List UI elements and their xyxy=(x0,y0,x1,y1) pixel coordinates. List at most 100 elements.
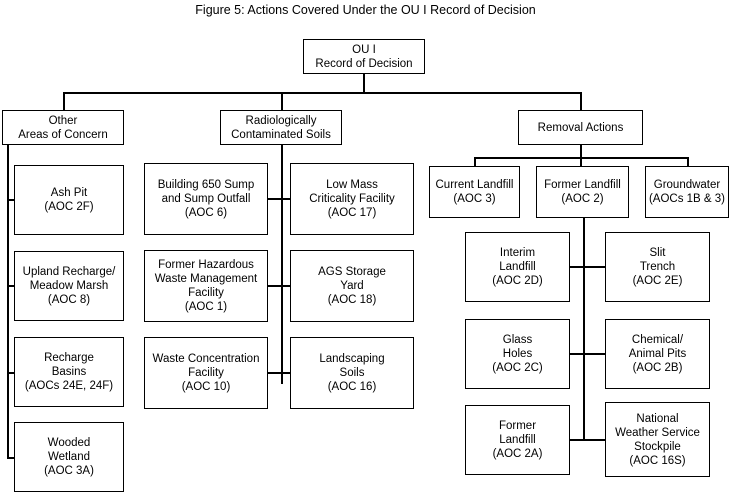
connector-other-stub-3 xyxy=(7,372,15,374)
node-current-landfill-line1: Current Landfill xyxy=(435,179,514,191)
connector-other-stub-4 xyxy=(7,457,15,459)
node-interim-landfill[interactable]: Interim Landfill (AOC 2D) xyxy=(465,232,570,302)
node-wooded-line2: Wetland xyxy=(48,451,90,463)
node-other-areas-of-concern[interactable]: Other Areas of Concern xyxy=(2,110,124,145)
node-recharge-basins[interactable]: Recharge Basins (AOCs 24E, 24F) xyxy=(14,337,124,407)
connector-rad-stub-right-1 xyxy=(281,198,291,200)
connector-former-landfill-spine xyxy=(583,218,585,440)
node-lmcf-line2: Criticality Facility xyxy=(309,193,395,205)
node-ags-storage-yard[interactable]: AGS Storage Yard (AOC 18) xyxy=(290,250,414,322)
node-b650-line2: and Sump Outfall xyxy=(161,193,251,205)
connector-fl-stub-left-1 xyxy=(570,266,584,268)
node-landscaping-line2: Soils xyxy=(339,367,365,379)
node-slit-line2: Trench xyxy=(639,261,676,273)
node-former-landfill-aoc2[interactable]: Former Landfill (AOC 2) xyxy=(536,166,629,218)
connector-fl-stub-left-2 xyxy=(570,353,584,355)
node-former-hazardous-waste-management-facility[interactable]: Former Hazardous Waste Management Facili… xyxy=(144,250,268,322)
node-fhwmf-line3: Facility xyxy=(188,287,224,299)
node-glass-holes[interactable]: Glass Holes (AOC 2C) xyxy=(465,319,570,389)
node-current-landfill-line2: (AOC 3) xyxy=(453,193,496,205)
connector-other-stub-1 xyxy=(7,199,15,201)
connector-bus-to-rad xyxy=(281,92,283,110)
node-nws-line1: National xyxy=(636,412,679,425)
node-fhwmf-line1: Former Hazardous xyxy=(158,259,254,271)
node-slit-trench[interactable]: Slit Trench (AOC 2E) xyxy=(605,232,710,302)
connector-rad-stub-left-1 xyxy=(268,198,282,200)
node-interim-line2: Landfill xyxy=(499,261,536,273)
node-b650-line1: Building 650 Sump xyxy=(157,179,255,191)
node-ash-pit[interactable]: Ash Pit (AOC 2F) xyxy=(14,165,124,235)
node-wooded-line3: (AOC 3A) xyxy=(44,465,94,477)
node-wooded-line1: Wooded xyxy=(47,437,91,449)
node-low-mass-criticality-facility[interactable]: Low Mass Criticality Facility (AOC 17) xyxy=(290,163,414,235)
node-landscaping-line1: Landscaping xyxy=(319,353,385,365)
node-interim-line3: (AOC 2D) xyxy=(492,275,543,287)
node-recharge-line1: Recharge xyxy=(44,352,94,364)
node-rad-line2: Contaminated Soils xyxy=(231,128,331,141)
node-wcf-line3: (AOC 10) xyxy=(181,381,231,393)
connector-to-former-landfill xyxy=(580,157,582,166)
node-former-landfill-line1: Former Landfill xyxy=(544,179,621,191)
connector-fl-stub-right-2 xyxy=(583,353,605,355)
node-nws-line2: Weather Service xyxy=(615,426,700,439)
connector-top-bus xyxy=(63,92,581,94)
node-fl2a-line3: (AOC 2A) xyxy=(492,448,543,460)
node-wcf-line1: Waste Concentration xyxy=(152,353,260,365)
node-upland-line2: Meadow Marsh xyxy=(29,280,109,292)
node-chem-line3: (AOC 2B) xyxy=(632,362,683,374)
node-slit-line3: (AOC 2E) xyxy=(632,275,683,287)
connector-root-down xyxy=(363,74,365,92)
node-fhwmf-line2: Waste Management xyxy=(154,273,258,285)
node-root[interactable]: OU I Record of Decision xyxy=(303,39,425,74)
connector-other-spine xyxy=(7,145,9,457)
node-landscaping-line3: (AOC 16) xyxy=(327,381,377,393)
connector-rad-spine xyxy=(281,145,283,384)
node-former-landfill-line2: (AOC 2) xyxy=(561,193,604,205)
node-rad-line1: Radiologically xyxy=(245,114,317,127)
node-glass-line3: (AOC 2C) xyxy=(492,362,543,374)
node-chem-line2: Animal Pits xyxy=(628,348,687,360)
connector-removal-down xyxy=(580,145,582,158)
node-ags-line2: Yard xyxy=(340,280,364,292)
node-waste-concentration-facility[interactable]: Waste Concentration Facility (AOC 10) xyxy=(144,337,268,409)
node-upland-recharge-meadow-marsh[interactable]: Upland Recharge/ Meadow Marsh (AOC 8) xyxy=(14,251,124,321)
node-slit-line1: Slit xyxy=(649,247,666,259)
node-other-line1: Other xyxy=(48,114,78,127)
connector-to-current-landfill xyxy=(474,157,476,166)
node-nws-line3: Stockpile xyxy=(634,440,681,453)
node-root-line1: OU I xyxy=(352,43,376,56)
node-lmcf-line1: Low Mass xyxy=(326,179,378,191)
node-building-650-sump[interactable]: Building 650 Sump and Sump Outfall (AOC … xyxy=(144,163,268,235)
figure-title: Figure 5: Actions Covered Under the OU I… xyxy=(195,3,536,17)
node-former-landfill-aoc2a[interactable]: Former Landfill (AOC 2A) xyxy=(465,405,570,475)
node-recharge-line2: Basins xyxy=(51,366,87,378)
node-removal-actions[interactable]: Removal Actions xyxy=(518,110,643,145)
node-other-line2: Areas of Concern xyxy=(18,128,108,141)
node-upland-line1: Upland Recharge/ xyxy=(22,266,116,278)
connector-fl-stub-right-3 xyxy=(583,439,605,441)
node-current-landfill[interactable]: Current Landfill (AOC 3) xyxy=(429,166,520,218)
connector-rad-stub-right-2 xyxy=(281,285,291,287)
node-groundwater-line2: (AOCs 1B & 3) xyxy=(648,193,726,205)
node-groundwater[interactable]: Groundwater (AOCs 1B & 3) xyxy=(645,166,729,218)
node-fl2a-line2: Landfill xyxy=(499,434,536,446)
node-glass-line1: Glass xyxy=(502,334,533,346)
node-landscaping-soils[interactable]: Landscaping Soils (AOC 16) xyxy=(290,337,414,409)
node-b650-line3: (AOC 6) xyxy=(184,207,228,219)
node-fhwmf-line4: (AOC 1) xyxy=(184,301,228,313)
connector-fl-stub-left-3 xyxy=(570,439,584,441)
node-chemical-animal-pits[interactable]: Chemical/ Animal Pits (AOC 2B) xyxy=(605,319,710,389)
node-groundwater-line1: Groundwater xyxy=(653,179,721,191)
connector-bus-to-other xyxy=(63,92,65,110)
node-interim-line1: Interim xyxy=(499,247,536,259)
node-nws-line4: (AOC 16S) xyxy=(629,454,686,467)
connector-rad-stub-right-3 xyxy=(281,372,291,374)
node-removal-line1: Removal Actions xyxy=(537,121,624,134)
node-glass-line2: Holes xyxy=(502,348,533,360)
node-ags-line3: (AOC 18) xyxy=(327,294,377,306)
node-radiologically-contaminated-soils[interactable]: Radiologically Contaminated Soils xyxy=(220,110,342,145)
connector-other-stub-2 xyxy=(7,285,15,287)
node-lmcf-line3: (AOC 17) xyxy=(327,207,377,219)
node-national-weather-service-stockpile[interactable]: National Weather Service Stockpile (AOC … xyxy=(605,402,710,477)
node-wooded-wetland[interactable]: Wooded Wetland (AOC 3A) xyxy=(14,422,124,492)
